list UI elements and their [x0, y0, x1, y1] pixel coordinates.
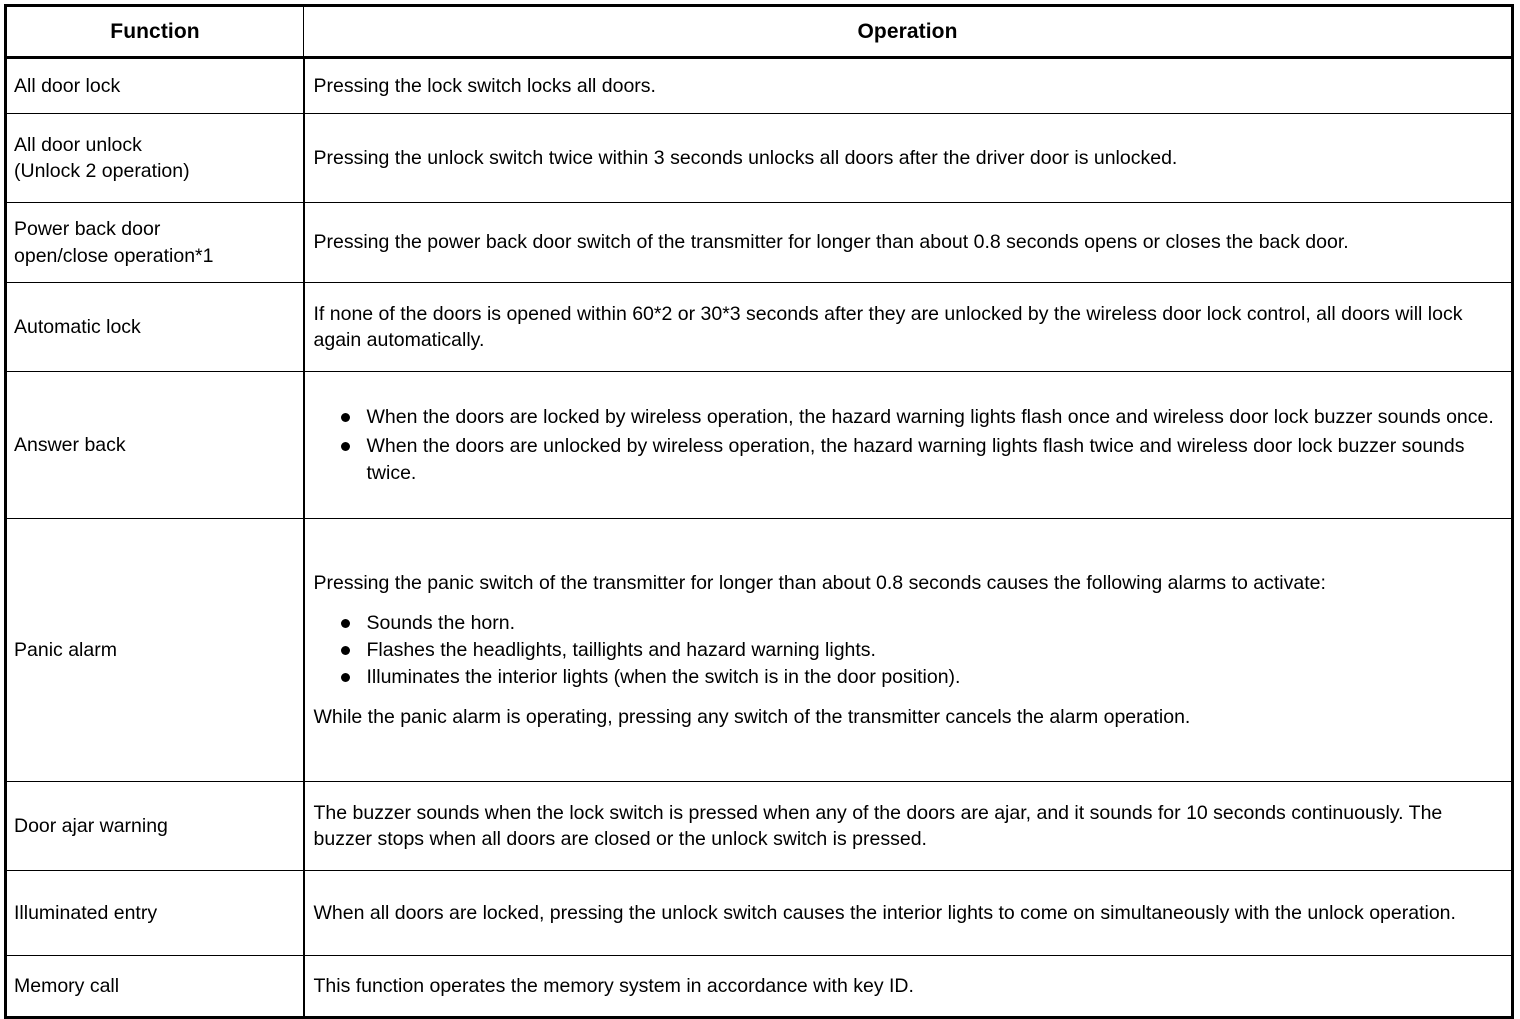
- table-header-row: Function Operation: [5, 5, 1513, 59]
- operation-paragraph: Pressing the lock switch locks all doors…: [313, 74, 656, 97]
- table-row: Automatic lock If none of the doors is o…: [5, 282, 1513, 372]
- cell-function-automatic-lock: Automatic lock: [5, 282, 304, 372]
- operation-intro-paragraph: Pressing the panic switch of the transmi…: [313, 571, 1326, 594]
- cell-operation-power-back-door: Pressing the power back door switch of t…: [302, 202, 1513, 283]
- operation-paragraph: The buzzer sounds when the lock switch i…: [313, 801, 1443, 850]
- bullet-dot-icon: [340, 413, 350, 423]
- cell-function-power-back-door: Power back door open/close operation*1: [5, 202, 304, 283]
- column-header-operation: Operation: [303, 5, 1513, 59]
- table-row: Illuminated entry When all doors are loc…: [5, 870, 1513, 956]
- operation-paragraph: When all doors are locked, pressing the …: [313, 901, 1456, 924]
- operation-bullet-list: Sounds the horn. Flashes the headlights,…: [314, 610, 1502, 690]
- list-item-text: Sounds the horn.: [366, 611, 516, 634]
- cell-function-all-door-lock: All door lock: [5, 57, 304, 114]
- bullet-dot-icon: [340, 673, 350, 683]
- table-row: Answer back When the doors are locked by…: [5, 371, 1513, 519]
- cell-function-all-door-unlock: All door unlock (Unlock 2 operation): [5, 113, 304, 203]
- cell-function-illuminated-entry: Illuminated entry: [5, 870, 304, 956]
- list-item: Illuminates the interior lights (when th…: [314, 664, 1502, 690]
- cell-operation-answer-back: When the doors are locked by wireless op…: [302, 371, 1513, 519]
- list-item: Flashes the headlights, taillights and h…: [314, 637, 1502, 663]
- cell-operation-all-door-unlock: Pressing the unlock switch twice within …: [302, 113, 1513, 203]
- cell-operation-illuminated-entry: When all doors are locked, pressing the …: [302, 870, 1513, 956]
- spacer: [314, 596, 1502, 610]
- cell-function-answer-back: Answer back: [5, 371, 304, 519]
- table-row: Panic alarm Pressing the panic switch of…: [5, 518, 1513, 782]
- operation-paragraph: Pressing the unlock switch twice within …: [313, 146, 1178, 169]
- table-row: All door unlock (Unlock 2 operation) Pre…: [5, 113, 1513, 203]
- list-item: Sounds the horn.: [314, 610, 1502, 636]
- operation-paragraph: If none of the doors is opened within 60…: [313, 302, 1463, 351]
- cell-function-panic-alarm: Panic alarm: [5, 518, 304, 782]
- list-item-text: Flashes the headlights, taillights and h…: [366, 638, 876, 661]
- table-body: All door lock Pressing the lock switch l…: [5, 57, 1513, 1018]
- table-row: Door ajar warning The buzzer sounds when…: [5, 781, 1513, 871]
- spec-table-container: Function Operation All door lock Pressin…: [4, 4, 1514, 1019]
- cell-function-door-ajar-warning: Door ajar warning: [5, 781, 304, 871]
- list-item: When the doors are locked by wireless op…: [314, 404, 1502, 430]
- operation-outro-paragraph: While the panic alarm is operating, pres…: [313, 706, 1191, 729]
- table-row: Memory call This function operates the m…: [5, 955, 1513, 1018]
- list-item-text: Illuminates the interior lights (when th…: [366, 666, 961, 689]
- bullet-dot-icon: [340, 618, 350, 628]
- operation-paragraph: Pressing the power back door switch of t…: [313, 231, 1349, 254]
- cell-operation-memory-call: This function operates the memory system…: [302, 955, 1513, 1018]
- bullet-dot-icon: [340, 442, 350, 452]
- column-header-function: Function: [5, 5, 304, 59]
- table-row: Power back door open/close operation*1 P…: [5, 202, 1513, 283]
- list-item-text: When the doors are locked by wireless op…: [366, 406, 1494, 429]
- list-item-text: When the doors are unlocked by wireless …: [366, 435, 1465, 484]
- cell-operation-door-ajar-warning: The buzzer sounds when the lock switch i…: [302, 781, 1513, 871]
- cell-operation-all-door-lock: Pressing the lock switch locks all doors…: [302, 57, 1513, 114]
- function-operation-table: Function Operation All door lock Pressin…: [4, 4, 1514, 1019]
- table-row: All door lock Pressing the lock switch l…: [5, 57, 1513, 114]
- operation-bullet-list: When the doors are locked by wireless op…: [314, 404, 1502, 485]
- list-item: When the doors are unlocked by wireless …: [314, 433, 1502, 485]
- table-header: Function Operation: [5, 5, 1513, 59]
- cell-operation-automatic-lock: If none of the doors is opened within 60…: [302, 282, 1513, 372]
- cell-operation-panic-alarm: Pressing the panic switch of the transmi…: [302, 518, 1513, 782]
- cell-function-memory-call: Memory call: [5, 955, 304, 1018]
- bullet-dot-icon: [340, 645, 350, 655]
- operation-paragraph: This function operates the memory system…: [313, 974, 914, 997]
- spacer: [314, 690, 1502, 704]
